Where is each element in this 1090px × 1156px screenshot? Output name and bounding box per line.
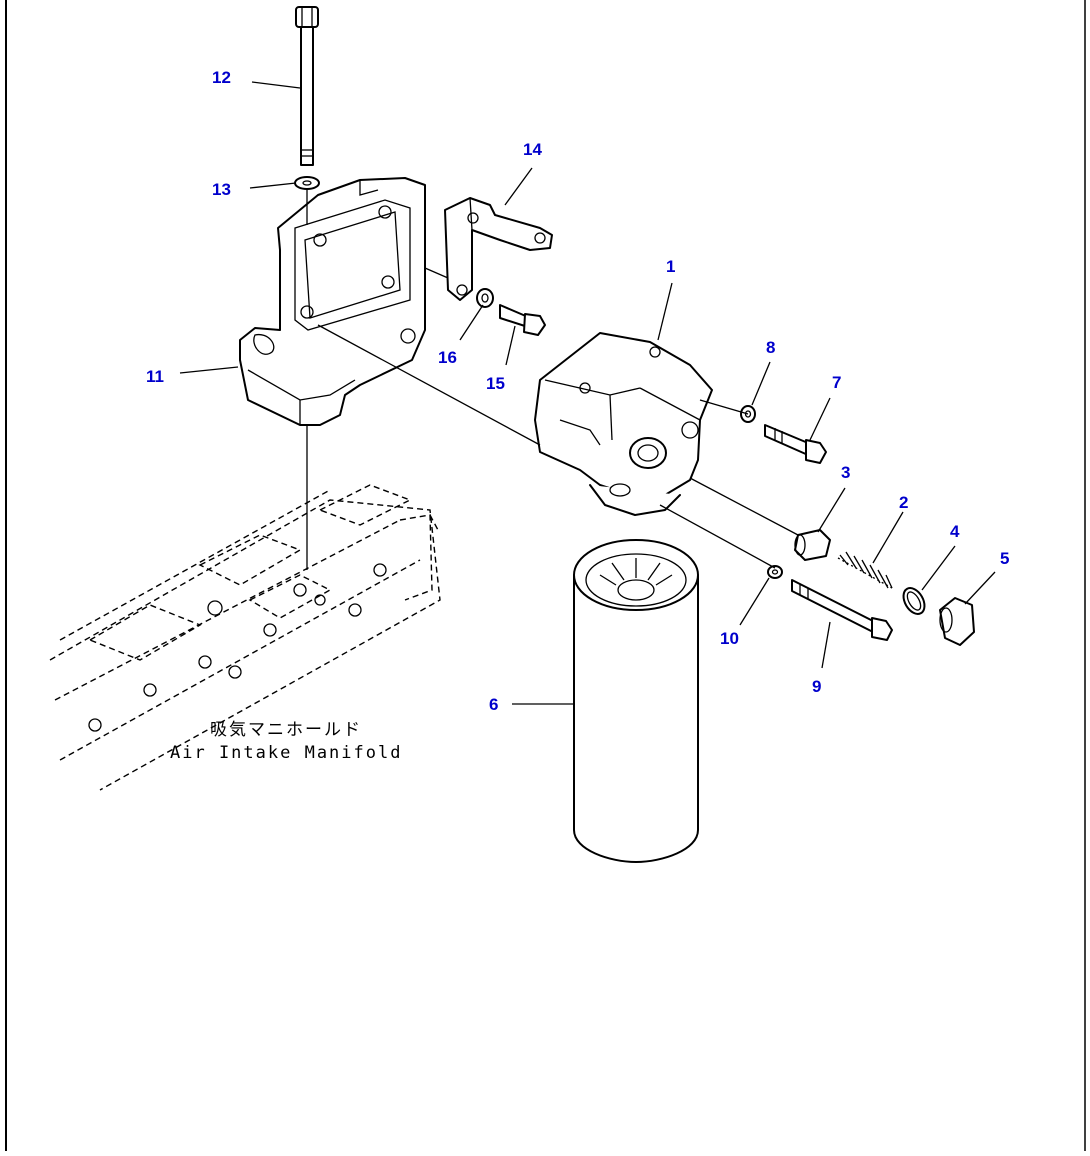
caption-japanese: 吸気マニホールド — [210, 720, 362, 740]
bracket-part-14 — [444, 197, 553, 301]
washer-part-10 — [767, 565, 783, 579]
washer-part-13 — [294, 176, 320, 190]
callout-16: 16 — [438, 348, 457, 367]
callout-7: 7 — [832, 373, 841, 392]
assembly-lines — [306, 190, 799, 570]
valve-part-3 — [794, 529, 831, 561]
filter-cartridge-part-6 — [573, 539, 699, 863]
callout-11: 11 — [146, 367, 164, 386]
bolt-part-15 — [499, 304, 546, 336]
callout-labels: 1 2 3 4 5 6 7 8 9 10 11 12 13 14 15 16 — [146, 68, 1009, 714]
callout-3: 3 — [841, 463, 850, 482]
callout-10: 10 — [720, 629, 739, 648]
plug-part-5 — [939, 597, 975, 646]
bracket-part-11 — [239, 177, 426, 426]
leader-lines — [179, 81, 996, 705]
caption-english: Air Intake Manifold — [170, 743, 402, 763]
callout-5: 5 — [1000, 549, 1009, 568]
bolt-part-7 — [764, 424, 827, 464]
air-intake-manifold-drawing — [49, 484, 441, 791]
callout-15: 15 — [486, 374, 505, 393]
callout-12: 12 — [212, 68, 231, 87]
callout-14: 14 — [523, 140, 542, 159]
bolt-part-12 — [295, 6, 319, 166]
callout-8: 8 — [766, 338, 775, 357]
bolt-part-9 — [791, 579, 893, 641]
callout-4: 4 — [950, 522, 960, 541]
ring-part-4 — [902, 587, 926, 615]
filter-head-part-1 — [534, 332, 713, 516]
callout-2: 2 — [899, 493, 908, 512]
callout-1: 1 — [666, 257, 675, 276]
spring-part-2 — [837, 551, 893, 589]
callout-13: 13 — [212, 180, 231, 199]
callout-9: 9 — [812, 677, 821, 696]
washer-part-16 — [476, 288, 494, 308]
callout-6: 6 — [489, 695, 498, 714]
